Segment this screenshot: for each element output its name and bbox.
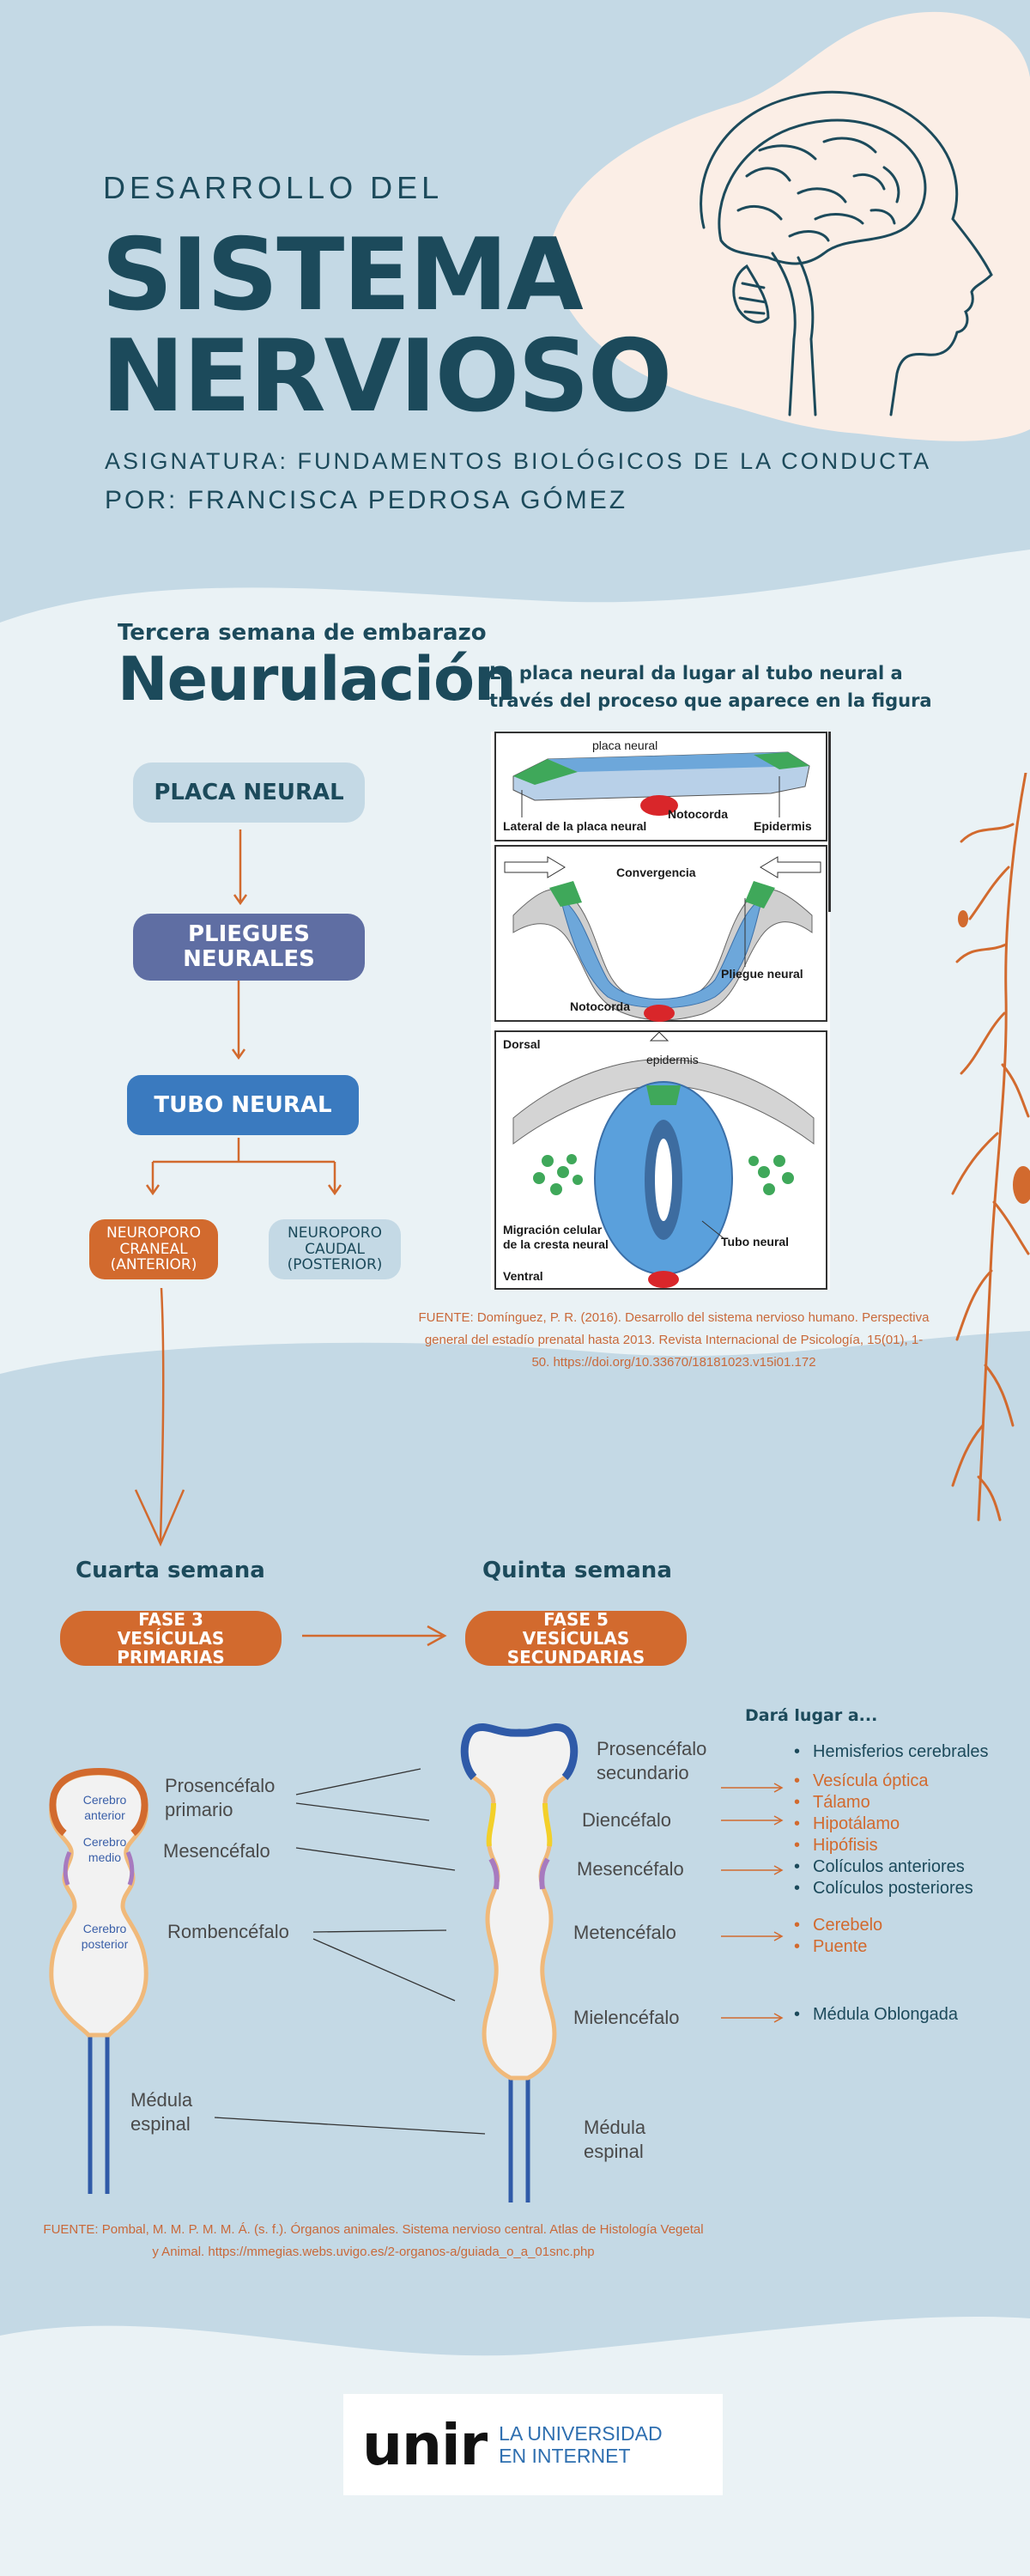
- mesencefalo-secundario-label: Mesencéfalo: [577, 1858, 684, 1880]
- unir-logo-box: unir LA UNIVERSIDAD EN INTERNET: [343, 2394, 723, 2495]
- result-item: Colículos anteriores: [794, 1856, 973, 1878]
- results-metencefalo: Cerebelo Puente: [794, 1915, 882, 1958]
- source-1: FUENTE: Domínguez, P. R. (2016). Desarro…: [418, 1310, 930, 1370]
- pliegue-neural-label: Pliegue neural: [721, 967, 803, 981]
- neuroporo-caudal-box: NEUROPORO CAUDAL (POSTERIOR): [269, 1219, 401, 1279]
- tagline-line1: LA UNIVERSIDAD: [499, 2422, 663, 2445]
- pliegues-drawing: [504, 856, 821, 1022]
- primary-vesicles-drawing: [49, 1767, 148, 2194]
- neurulation-description: La placa neural da lugar al tubo neural …: [489, 663, 932, 711]
- header-title-line1: SISTEMA: [101, 217, 584, 333]
- placa-neural-box: PLACA NEURAL: [133, 762, 365, 823]
- notocorda-label-1: Notocorda: [668, 807, 728, 821]
- result-item: Hipófisis: [794, 1835, 929, 1856]
- tubo-neural-fig-label: Tubo neural: [721, 1235, 790, 1249]
- mesencefalo-primario-label: Mesencéfalo: [163, 1840, 270, 1862]
- tubo-drawing: [512, 1032, 815, 1288]
- diencefalo-label: Diencéfalo: [582, 1809, 671, 1831]
- metencefalo-label: Metencéfalo: [573, 1922, 676, 1943]
- medula-secundaria-label: Médula espinal: [584, 2117, 646, 2162]
- result-item: Cerebelo: [794, 1915, 882, 1936]
- notocorda-label-2: Notocorda: [570, 999, 630, 1013]
- prosencefalo-secundario-label: Prosencéfalo secundario: [597, 1738, 707, 1783]
- cerebro-posterior-label: Cerebro posterior: [81, 1922, 129, 1951]
- nerve-branch-decoration: [951, 773, 1030, 1522]
- medula-primaria-label: Médula espinal: [130, 2089, 193, 2135]
- epidermis-label-3: epidermis: [646, 1053, 699, 1066]
- week-label: Tercera semana de embarazo: [118, 620, 487, 646]
- subject-line: ASIGNATURA: FUNDAMENTOS BIOLÓGICOS DE LA…: [105, 448, 932, 474]
- results-diencefalo: Vesícula óptica Tálamo Hipotálamo Hipófi…: [794, 1771, 929, 1856]
- epidermis-label-1: Epidermis: [754, 819, 812, 833]
- unir-logo-wordmark: unir: [362, 2411, 488, 2478]
- figure-panel-tubo: Dorsal epidermis Migración celular de la…: [494, 1030, 827, 1290]
- phase-5-box: FASE 5 VESÍCULAS SECUNDARIAS: [465, 1610, 687, 1667]
- convergencia-label: Convergencia: [616, 866, 696, 879]
- pliegues-neurales-box: PLIEGUES NEURALES: [133, 914, 365, 981]
- dorsal-label: Dorsal: [503, 1037, 541, 1051]
- fifth-week-label: Quinta semana: [482, 1558, 672, 1583]
- placa-drawing: [512, 751, 810, 817]
- results-prosencefalo: Hemisferios cerebrales: [794, 1741, 989, 1763]
- prosencefalo-primario-label: Prosencéfalo primario: [165, 1775, 276, 1820]
- header-subtitle: DESARROLLO DEL: [103, 170, 444, 205]
- author-line: POR: FRANCISCA PEDROSA GÓMEZ: [105, 486, 628, 514]
- secondary-vesicles-drawing: [460, 1723, 579, 2202]
- flow-arrows: [134, 829, 342, 1547]
- fourth-week-label: Cuarta semana: [76, 1558, 265, 1583]
- migracion-label: Migración celular de la cresta neural: [503, 1223, 609, 1251]
- tubo-neural-box: TUBO NEURAL: [127, 1075, 359, 1135]
- tagline-line2: EN INTERNET: [499, 2445, 631, 2467]
- result-item: Hipotálamo: [794, 1814, 929, 1835]
- result-item: Puente: [794, 1936, 882, 1958]
- neurulation-figure: placa neural Lateral de la placa neural …: [491, 732, 830, 1290]
- result-item: Tálamo: [794, 1792, 929, 1814]
- result-item: Hemisferios cerebrales: [794, 1741, 989, 1763]
- neuroporo-craneal-box: NEUROPORO CRANEAL (ANTERIOR): [89, 1219, 218, 1279]
- figure-edge: [828, 732, 831, 912]
- ventral-label: Ventral: [503, 1269, 543, 1283]
- mielencefalo-label: Mielencéfalo: [573, 2007, 680, 2028]
- result-item: Médula Oblongada: [794, 2004, 958, 2026]
- results-mesencefalo: Colículos anteriores Colículos posterior…: [794, 1856, 973, 1899]
- connector-lines: [214, 1768, 784, 2135]
- phase-arrow: [302, 1625, 447, 1647]
- cerebro-anterior-label: Cerebro anterior: [82, 1793, 127, 1822]
- unir-tagline: LA UNIVERSIDAD EN INTERNET: [499, 2422, 662, 2467]
- phase-3-box: FASE 3 VESÍCULAS PRIMARIAS: [60, 1610, 282, 1667]
- gives-rise-title: Dará lugar a...: [745, 1706, 878, 1725]
- result-item: Colículos posteriores: [794, 1878, 973, 1899]
- neurulation-title: Neurulación: [118, 644, 517, 714]
- header-title-line2: NERVIOSO: [101, 319, 672, 434]
- results-mielencefalo: Médula Oblongada: [794, 2004, 958, 2026]
- brain-head-illustration: [700, 90, 993, 416]
- figure-panel-placa: placa neural Lateral de la placa neural …: [494, 732, 827, 841]
- source-2: FUENTE: Pombal, M. M. P. M. M. Á. (s. f.…: [43, 2222, 704, 2259]
- rombencefalo-label: Rombencéfalo: [167, 1921, 289, 1942]
- result-item: Vesícula óptica: [794, 1771, 929, 1792]
- figure-panel-pliegues: Convergencia Pliegue neural Notocorda: [494, 845, 827, 1022]
- placa-label: placa neural: [592, 738, 658, 752]
- cerebro-medio-label: Cerebro medio: [82, 1835, 127, 1864]
- lateral-placa-label: Lateral de la placa neural: [503, 819, 647, 833]
